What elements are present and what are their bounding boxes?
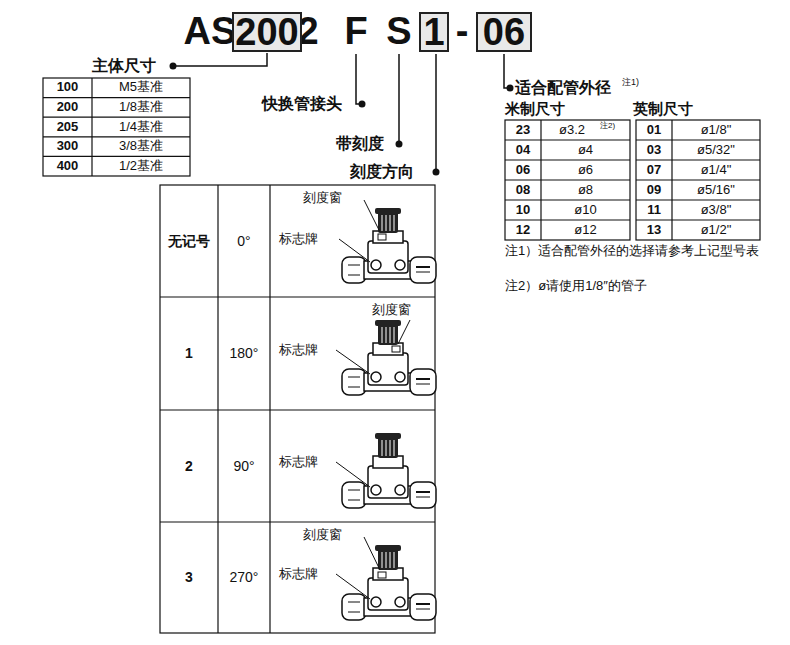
table-cell: 04 [505,140,541,160]
code-box: 1 [419,12,449,52]
table-cell: 3 [160,522,218,633]
table-cell: 12 [505,220,541,240]
table-cell: 13 [636,220,672,240]
field-label: 快换管接头 [262,95,358,113]
table-cell: 400 [43,156,92,176]
table-cell: 205 [43,117,92,137]
note-mark: 注2) [600,121,629,131]
field-label: 带刻度 [336,135,396,153]
callout-label: 刻度窗 [303,527,365,543]
code-segment: - [450,10,474,54]
table-cell: ø5/32" [672,140,760,160]
callout-label: 刻度窗 [303,190,365,206]
table-cell: 1/8基准 [92,98,190,118]
table-cell: 90° [218,410,270,522]
callout-label: 标志牌 [279,454,337,470]
table-cell: 180° [218,297,270,410]
table-cell: 2 [160,410,218,522]
field-label: 主体尺寸 [92,57,172,75]
code-segment: S [385,10,413,54]
table-cell: ø6 [541,160,630,180]
callout-label: 刻度窗 [372,302,424,318]
code-value: 06 [483,13,525,51]
field-label: 适合配管外径 [515,79,621,97]
table-cell: ø4 [541,140,630,160]
table-cell: 1 [160,297,218,410]
table-cell: 1/2基准 [92,156,190,176]
code-segment: AS [180,10,240,54]
table-cell: 无记号 [160,185,218,297]
table-cell: ø8 [541,180,630,200]
callout-label: 标志牌 [279,342,337,358]
table-cell: 100 [43,78,92,98]
table-cell: 3/8基准 [92,137,190,157]
note-text: 注2）ø请使用1/8″的管子 [505,278,787,295]
table-cell: M5基准 [92,78,190,98]
table-cell: ø5/16" [672,180,760,200]
note-mark: 注1) [622,77,650,88]
table-cell: ø3.2 [541,120,603,140]
code-value: 200 [235,13,298,51]
code-box: 06 [476,12,532,52]
table-cell: 300 [43,137,92,157]
table-cell: ø3/8" [672,200,760,220]
table-cell: 08 [505,180,541,200]
table-cell: 10 [505,200,541,220]
note-text: 注1）适合配管外径的选择请参考上记型号表 [505,244,767,278]
table-cell: 06 [505,160,541,180]
table-cell: 11 [636,200,672,220]
table-cell: 03 [636,140,672,160]
table-cell: ø1/2" [672,220,760,240]
table-cell: ø12 [541,220,630,240]
table-cell: ø1/8" [672,120,760,140]
callout-label: 标志牌 [279,566,337,582]
table-cell: 0° [218,185,270,297]
table-cell: 07 [636,160,672,180]
table-cell: 01 [636,120,672,140]
code-value: 1 [423,13,444,51]
callout-label: 标志牌 [279,231,339,247]
table-cell: 1/4基准 [92,117,190,137]
table-cell: 23 [505,120,541,140]
table-cell: ø10 [541,200,630,220]
table-cell: 09 [636,180,672,200]
code-box: 200 [232,12,301,52]
table-cell: ø1/4" [672,160,760,180]
table-cell: 200 [43,98,92,118]
field-label: 刻度方向 [350,163,432,181]
field-label: 英制尺寸 [633,100,715,118]
field-label: 米制尺寸 [505,100,587,118]
table-cell: 270° [218,522,270,633]
code-segment: F [343,10,369,54]
